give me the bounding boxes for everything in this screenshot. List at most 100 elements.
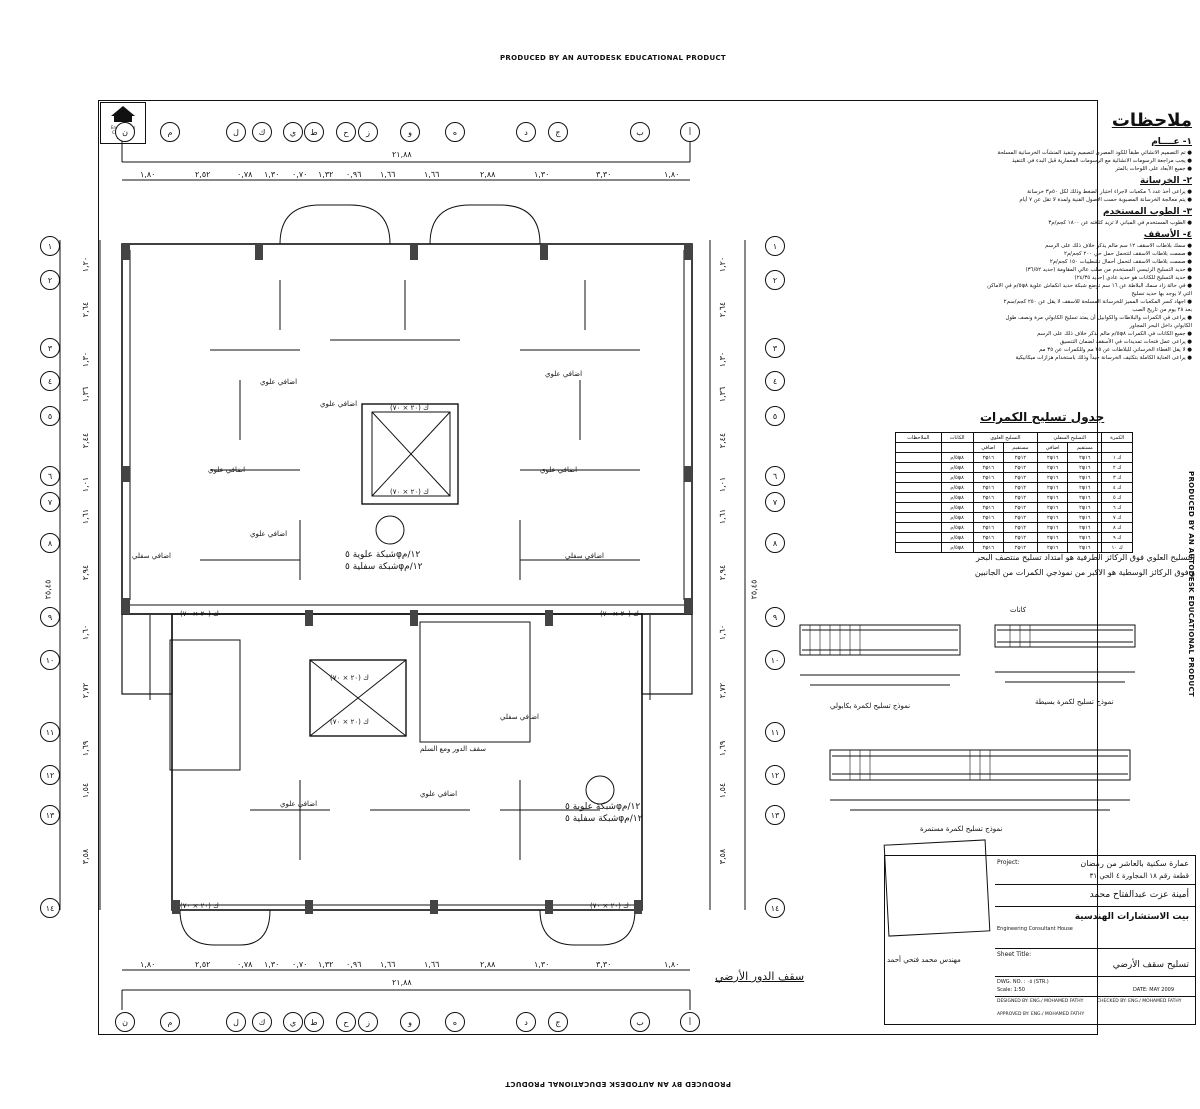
table-cell: ٢φ١٦ xyxy=(972,542,1004,553)
extra-top-label: اضافي علوي xyxy=(250,530,288,538)
axis-bubble-bottom: ن xyxy=(115,1012,135,1032)
notes-section-head: ٢- الخرسانة xyxy=(1140,176,1192,186)
table-cell: ٢φ١٦ xyxy=(1037,452,1069,463)
axis-bubble-right: ١٣ xyxy=(765,805,785,825)
dim-right: ٢,٩٤ xyxy=(718,564,728,581)
table-cell: ٥φ٨/م xyxy=(940,512,974,523)
table-cell: ٢φ١٦ xyxy=(1037,472,1069,483)
table-cell: ٢φ١٢ xyxy=(1002,472,1039,483)
table-cell xyxy=(895,452,942,463)
table-cell: ٢φ١٦ xyxy=(1037,492,1069,503)
approved-by: APPROVED BY: ENG./ MOHAMED FATHY xyxy=(997,1012,1085,1017)
dim-right: ٣,٥٨ xyxy=(718,848,728,865)
table-cell: ٢φ١٦ xyxy=(1067,522,1103,533)
dim-left: ٢,٧٢ xyxy=(81,682,91,699)
dim-top: ٢,٨٨ xyxy=(480,170,496,179)
table-cell: ك ١٠ xyxy=(1101,542,1133,553)
axis-bubble-top: ز xyxy=(358,122,378,142)
axis-bubble-left: ٣ xyxy=(40,338,60,358)
notes-section-head: ٤- الأسقف xyxy=(1143,230,1192,240)
table-cell: ٢φ١٦ xyxy=(1067,502,1103,513)
table-subheader-row: مستقيم اضافي مستقيم اضافي xyxy=(895,442,1133,453)
table-cell: ٢φ١٦ xyxy=(972,482,1004,493)
firm-name: بيت الاستشارات الهندسية xyxy=(1074,912,1189,922)
table-cell: ٢φ١٦ xyxy=(1037,462,1069,473)
axis-bubble-right: ٢ xyxy=(765,270,785,290)
note-line: الكابولي داخل البحر المجاور xyxy=(1129,323,1192,329)
dim-left: ٣,٥٨ xyxy=(81,848,91,865)
axis-bubble-top: أ xyxy=(680,122,700,142)
table-cell: ٢φ١٦ xyxy=(1037,532,1069,543)
beam-table-title: جدول تسليح الكمرات xyxy=(980,410,1105,424)
notes-section-head: ٣- الطوب المستخدم xyxy=(1102,207,1192,217)
extra-bottom-label: اضافي سفلي xyxy=(500,713,539,721)
table-cell xyxy=(895,522,942,533)
axis-bubble-top: ه xyxy=(445,122,465,142)
table-header-cell xyxy=(940,442,974,453)
table-header-cell xyxy=(895,442,942,453)
dim-bottom: ٣,٣٠ xyxy=(596,960,612,969)
table-cell: ك ٨ xyxy=(1101,522,1133,533)
dim-bottom: ٠,٧٨ xyxy=(237,960,253,969)
axis-bubble-left: ١٤ xyxy=(40,898,60,918)
dim-right: ٢,٦٤ xyxy=(718,301,728,318)
table-header-cell xyxy=(1101,442,1133,453)
table-cell: ٢φ١٦ xyxy=(1037,542,1069,553)
axis-bubble-bottom: ك xyxy=(252,1012,272,1032)
stirrups-label: كانات xyxy=(1010,606,1027,614)
table-header-cell: الكانات xyxy=(940,432,974,443)
extra-top-label: اضافي علوي xyxy=(280,800,318,808)
table-cell xyxy=(895,482,942,493)
table-cell: ٢φ١٢ xyxy=(1002,512,1039,523)
dim-top: ١,٣٢ xyxy=(318,170,334,179)
table-header-cell: اضافي xyxy=(1037,442,1069,453)
extra-bottom-label: اضافي سفلي xyxy=(565,552,604,560)
table-cell: ٢φ١٢ xyxy=(1002,462,1039,473)
dim-left: ١,٣٦ xyxy=(81,386,91,403)
dim-top: ١,٦٦ xyxy=(380,170,396,179)
dim-left: ١,٣٠ xyxy=(81,351,91,368)
note-line: ● لا يقل الغطاء الخرساني للبلاطات عن ٢٥ … xyxy=(1039,347,1192,353)
table-cell xyxy=(895,462,942,473)
dim-top: ٠,٧٨ xyxy=(237,170,253,179)
dim-left: ١,٦١ xyxy=(81,508,91,525)
house-icon xyxy=(111,106,135,116)
axis-bubble-top: ح xyxy=(336,122,356,142)
table-cell xyxy=(895,542,942,553)
dim-left-total: ٢٥,٤٥ xyxy=(43,579,53,600)
dim-left: ١,٠١ xyxy=(81,476,91,493)
table-cell: ٢φ١٦ xyxy=(1067,452,1103,463)
dim-left: ١,٢٠ xyxy=(81,256,91,273)
note-line: ● يجب مراجعة الرسومات الانشائية مع الرسو… xyxy=(1011,158,1192,164)
axis-bubble-right: ١٢ xyxy=(765,765,785,785)
axis-bubble-left: ٩ xyxy=(40,607,60,627)
dim-right: ١,٠١ xyxy=(718,476,728,493)
table-cell: ٢φ١٦ xyxy=(1067,542,1103,553)
dim-right: ١,٢٠ xyxy=(718,256,728,273)
table-cell: ٢φ١٦ xyxy=(1037,502,1069,513)
stair-note: سقف الدور ومع السلم xyxy=(420,745,486,753)
top-watermark: PRODUCED BY AN AUTODESK EDUCATIONAL PROD… xyxy=(500,54,726,62)
table-cell: ٢φ١٢ xyxy=(1002,502,1039,513)
dim-right: ١,٦٩ xyxy=(718,740,728,757)
extra-top-label: اضافي علوي xyxy=(420,790,458,798)
beam-label: ك (٢٠ × ٧٠) xyxy=(330,674,369,682)
general-notes: ملاحظات ١- عــــام ● تم التصميم الانشائي… xyxy=(890,110,1192,362)
sheet-title: تسليح سقف الأرضي xyxy=(1112,960,1189,970)
table-cell: ٥φ٨/م xyxy=(940,472,974,483)
table-cell xyxy=(895,512,942,523)
table-header-cell: التسليح السفلي xyxy=(1037,432,1103,443)
axis-bubble-right: ٥ xyxy=(765,406,785,426)
table-header-cell: مستقيم xyxy=(1067,442,1103,453)
table-cell xyxy=(895,532,942,543)
drawing-scale: Scale: 1:50 xyxy=(997,987,1025,993)
checked-by: CHECKED BY: ENG./ MOHAMED FATHY xyxy=(1097,999,1182,1004)
dim-bottom: ٠,٧٠ xyxy=(292,960,308,969)
table-cell: ٥φ٨/م xyxy=(940,462,974,473)
note-line: ● جميع الأبعاد على اللوحات بالمتر xyxy=(1115,166,1192,172)
table-cell: ٥φ٨/م xyxy=(940,492,974,503)
note-line: ● صممت بلاطات الاسقف لتحمل أحمال تشطيبات… xyxy=(1049,259,1192,265)
